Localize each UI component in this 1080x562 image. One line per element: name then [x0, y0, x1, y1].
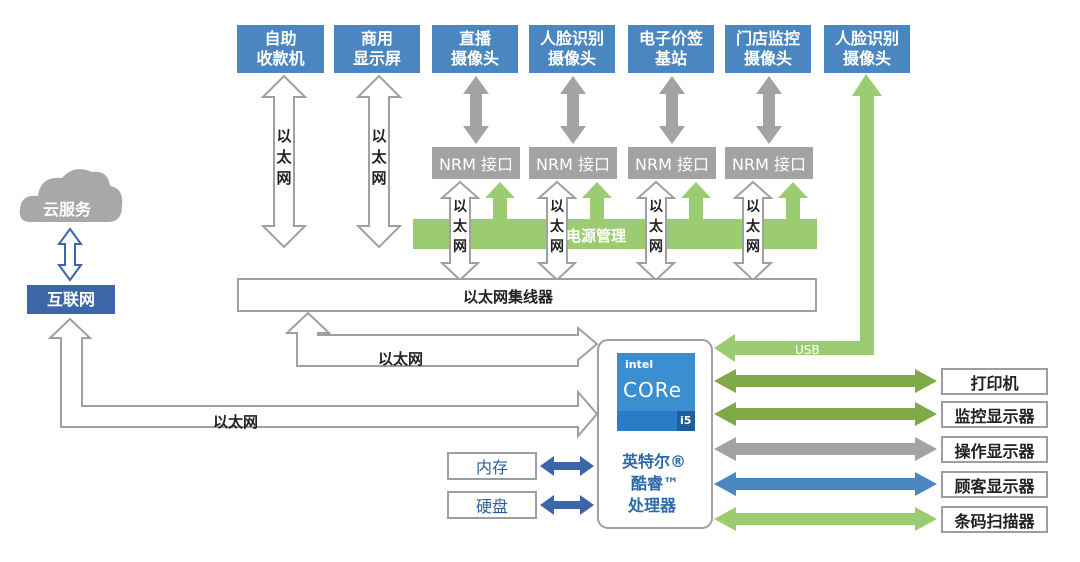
device-label-line1: 自助 [264, 29, 297, 48]
camera-nrm-arrow [463, 76, 489, 144]
device-label-line2: 摄像头 [842, 49, 891, 68]
i5-text: i5 [680, 414, 692, 427]
processor-name-line1: 英特尔® [622, 452, 687, 471]
peripheral-box: 顾客显示器 [941, 471, 1048, 498]
power-up-arrow [582, 182, 612, 220]
ethernet-hub-box [237, 278, 817, 312]
disk-arrow [540, 495, 594, 515]
ethernet-label-display: 以 太 网 [371, 127, 387, 187]
device-box: 人脸识别摄像头 [824, 25, 910, 73]
device-box: 门店监控摄像头 [725, 25, 811, 73]
nrm-interface-box: NRM 接口 [725, 147, 813, 179]
power-up-arrow [681, 182, 711, 220]
ethernet-hub-label: 以太网集线器 [463, 288, 554, 306]
power-up-arrow [485, 182, 515, 220]
ethernet-label-hub-processor: 以太网 [378, 350, 424, 368]
peripheral-arrow [714, 369, 937, 393]
core-text: CORe [623, 378, 683, 402]
device-label-line2: 收款机 [256, 49, 305, 68]
processor-name-line2: 酷睿™ [631, 474, 680, 493]
disk-box: 硬盘 [447, 491, 537, 519]
peripheral-box: 打印机 [941, 368, 1048, 395]
intel-brand-text: intel [625, 358, 654, 371]
internet-label: 互联网 [46, 289, 95, 309]
device-label-line1: 电子价签 [638, 29, 703, 48]
device-label-line2: 摄像头 [743, 49, 792, 68]
ethernet-label-nrm: 以太网 [550, 199, 564, 255]
peripheral-box: 条码扫描器 [941, 506, 1048, 533]
device-box: 自助收款机 [237, 25, 324, 73]
usb-label: USB [795, 343, 820, 357]
device-label-line2: 基站 [654, 49, 687, 68]
memory-box: 内存 [447, 452, 537, 480]
power-up-arrow [778, 182, 808, 220]
peripheral-arrow [714, 472, 937, 496]
device-label-line1: 直播 [458, 29, 491, 48]
peripheral-arrow [714, 402, 937, 426]
peripheral-arrow [714, 437, 937, 461]
camera-nrm-arrow [659, 76, 685, 144]
ethernet-label-nrm: 以太网 [649, 199, 663, 255]
hub-processor-arrow [284, 311, 599, 367]
usb-arrow [714, 74, 882, 362]
cloud-internet-arrow [57, 227, 83, 282]
device-label-line2: 显示屏 [352, 49, 401, 68]
cloud-icon [19, 169, 123, 222]
nrm-interface-box: NRM 接口 [432, 147, 520, 179]
peripheral-arrow [714, 507, 937, 531]
ethernet-arrow-display [355, 74, 403, 249]
device-label-line1: 人脸识别 [539, 29, 604, 48]
peripheral-box: 监控显示器 [941, 401, 1048, 428]
device-box: 人脸识别摄像头 [529, 25, 615, 73]
device-label-line2: 摄像头 [547, 49, 596, 68]
ethernet-label-kiosk: 以 太 网 [276, 127, 292, 187]
ethernet-label-nrm: 以太网 [453, 199, 467, 255]
internet-box: 互联网 [27, 285, 115, 314]
ethernet-label-internet-processor: 以太网 [213, 413, 259, 431]
ethernet-arrow-kiosk [260, 74, 308, 249]
nrm-interface-box: NRM 接口 [529, 147, 617, 179]
device-label-line1: 商用 [360, 29, 393, 48]
ethernet-label-nrm: 以太网 [746, 199, 760, 255]
device-box: 电子价签基站 [628, 25, 714, 73]
camera-nrm-arrow [560, 76, 586, 144]
cloud-label: 云服务 [43, 200, 92, 219]
device-box: 商用显示屏 [334, 25, 420, 73]
processor-name-line3: 处理器 [628, 496, 677, 515]
device-label-line2: 摄像头 [450, 49, 499, 68]
power-management-label: 电源管理 [566, 227, 627, 245]
intel-core-logo [617, 353, 695, 431]
memory-arrow [540, 456, 594, 476]
device-label-line1: 人脸识别 [834, 29, 899, 48]
camera-nrm-arrow [756, 76, 782, 144]
device-box: 直播摄像头 [432, 25, 518, 73]
peripheral-box: 操作显示器 [941, 436, 1048, 463]
device-label-line1: 门店监控 [735, 29, 800, 48]
nrm-interface-box: NRM 接口 [628, 147, 716, 179]
